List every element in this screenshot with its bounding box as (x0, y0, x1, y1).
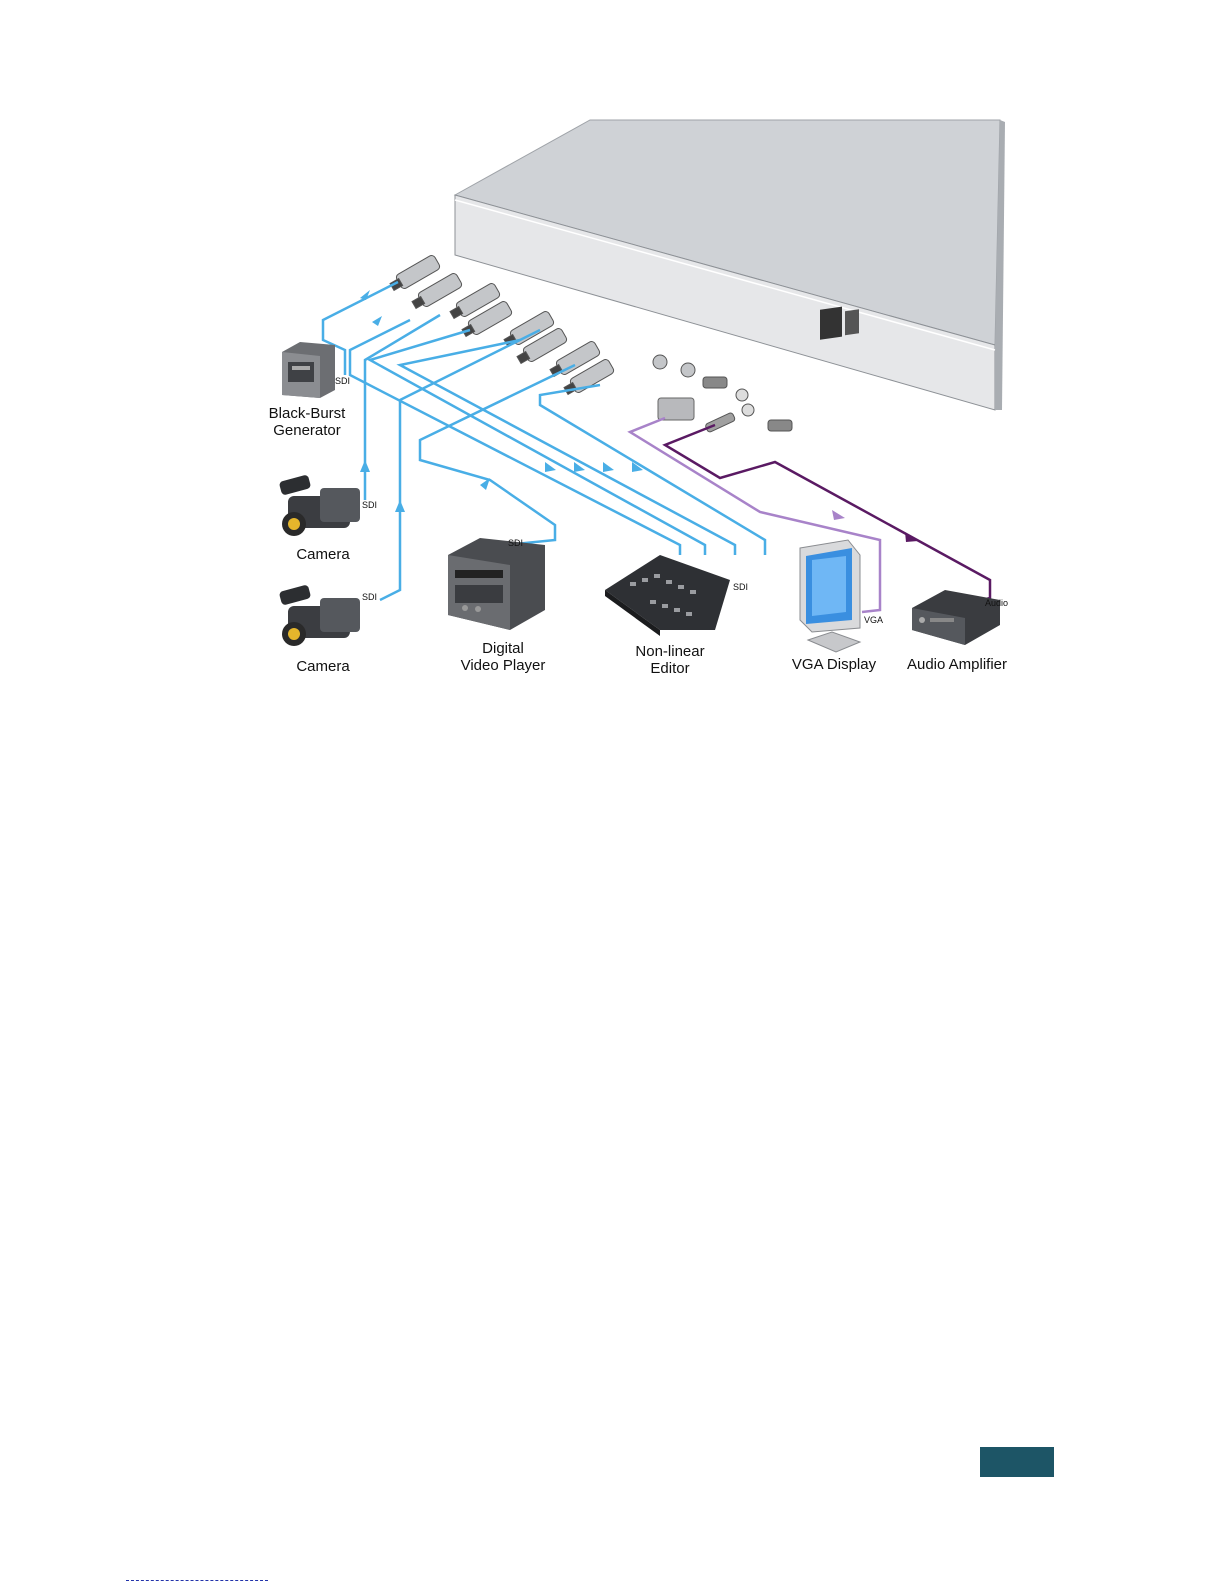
line-1: Black-Burst (269, 405, 347, 422)
signal-label-audio: Audio (985, 598, 1008, 608)
line-2: Generator (273, 422, 341, 439)
arrow-marker (360, 290, 370, 300)
line-1: Non-linear (635, 643, 704, 660)
signal-label-sdi: SDI (508, 538, 523, 548)
bnc-socket (653, 355, 667, 369)
arrow-marker (832, 510, 845, 520)
signal-label-sdi: SDI (362, 592, 377, 602)
signal-label-sdi: SDI (733, 582, 748, 592)
arrow-marker (372, 316, 382, 326)
footer-rule (126, 1580, 268, 1581)
bnc-socket (681, 363, 695, 377)
vga-plug (658, 398, 694, 420)
label-vga-display: VGA Display (792, 656, 877, 673)
label-audio-amplifier: Audio Amplifier (907, 656, 1007, 673)
arrow-marker (905, 532, 918, 542)
power-switch (845, 309, 859, 335)
page-number-badge (980, 1447, 1054, 1477)
line-1: Digital (482, 640, 524, 657)
arrow-marker (545, 462, 556, 472)
arrow-marker (360, 460, 370, 472)
camera-icon (279, 584, 360, 646)
audio-plug (705, 412, 736, 433)
line-2: Editor (650, 660, 689, 677)
arrow-marker (395, 500, 405, 512)
signal-label-sdi: SDI (362, 500, 377, 510)
serial-port (768, 420, 792, 431)
vga-display-icon (800, 540, 860, 652)
audio-jack (736, 389, 748, 401)
arrow-marker (603, 462, 614, 472)
signal-label-sdi: SDI (335, 376, 350, 386)
label-camera-2: Camera (296, 658, 350, 675)
serial-port (703, 377, 727, 388)
label-camera-1: Camera (296, 546, 350, 563)
non-linear-editor-icon (605, 555, 730, 636)
power-inlet (820, 307, 842, 340)
digital-video-player-icon (448, 538, 545, 630)
line-2: Video Player (461, 657, 546, 674)
rack-unit (455, 120, 1005, 433)
signal-label-vga: VGA (864, 615, 883, 625)
camera-icon (279, 474, 360, 536)
black-burst-generator-icon (282, 342, 335, 398)
audio-jack (742, 404, 754, 416)
